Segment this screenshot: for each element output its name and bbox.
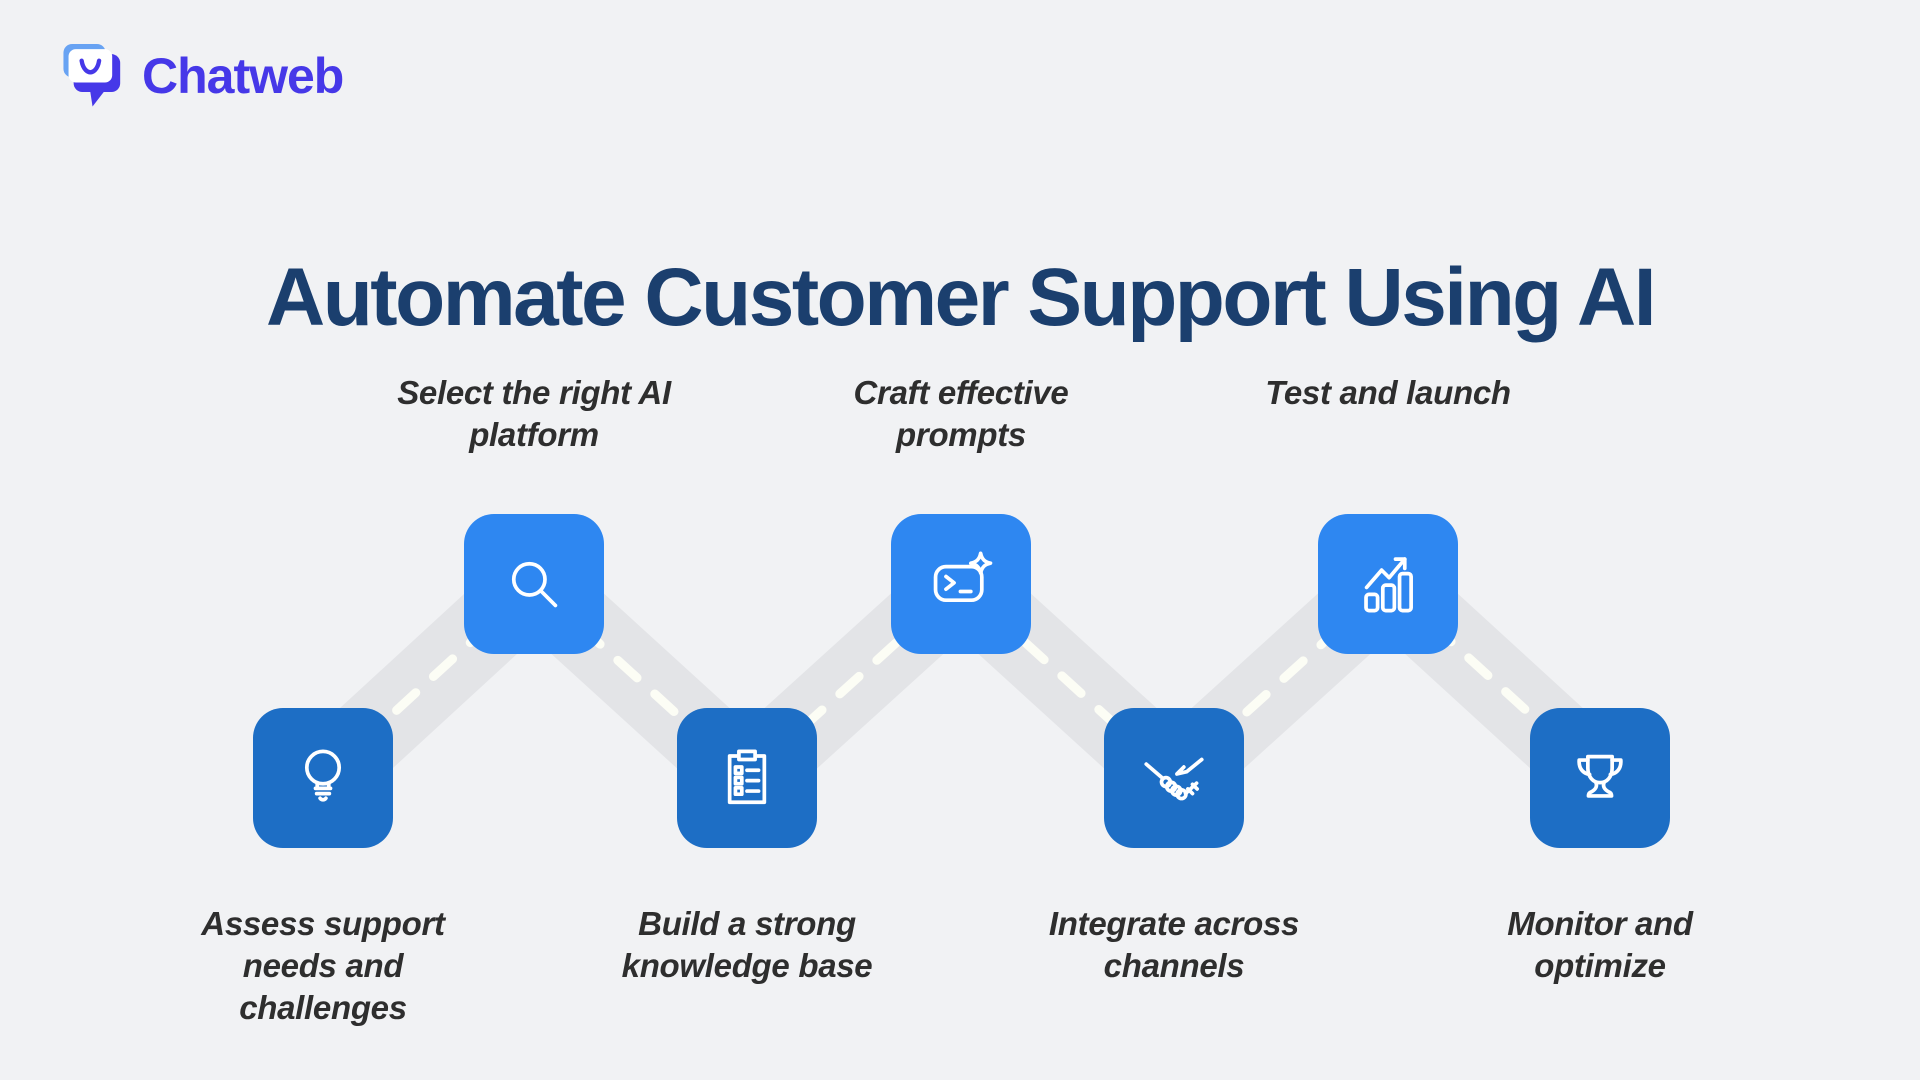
step-label-knowledge-base: Build a strong knowledge base — [621, 905, 873, 984]
handshake-icon — [1144, 757, 1204, 801]
growth-chart-icon — [1364, 557, 1413, 613]
trophy-icon — [1577, 754, 1623, 798]
step-label-assess-needs: Assess support needs and challenges — [201, 905, 445, 1026]
step-tile-assess-needs — [253, 708, 393, 848]
brand-logo: Chatweb — [62, 42, 344, 110]
step-tile-craft-prompts — [891, 514, 1031, 654]
step-tile-test-launch — [1318, 514, 1458, 654]
step-label-select-platform: Select the right AI platform — [397, 374, 671, 453]
brand-name: Chatweb — [142, 48, 344, 104]
step-tile-integrate-channels — [1104, 708, 1244, 848]
step-label-test-launch: Test and launch — [1265, 374, 1511, 411]
page-title: Automate Customer Support Using AI — [266, 251, 1657, 343]
checklist-clipboard-icon — [727, 749, 767, 805]
step-tile-knowledge-base — [677, 708, 817, 848]
step-tile-select-platform — [464, 514, 604, 654]
step-label-monitor-optimize: Monitor and optimize — [1507, 905, 1693, 984]
prompt-sparkle-icon — [933, 551, 993, 603]
magnifier-icon — [511, 561, 558, 608]
step-tile-monitor-optimize — [1530, 708, 1670, 848]
chat-bubble-logo-icon — [63, 44, 121, 107]
step-label-craft-prompts: Craft effective prompts — [853, 374, 1069, 453]
lightbulb-icon — [304, 749, 342, 802]
step-label-integrate-channels: Integrate across channels — [1048, 905, 1300, 984]
